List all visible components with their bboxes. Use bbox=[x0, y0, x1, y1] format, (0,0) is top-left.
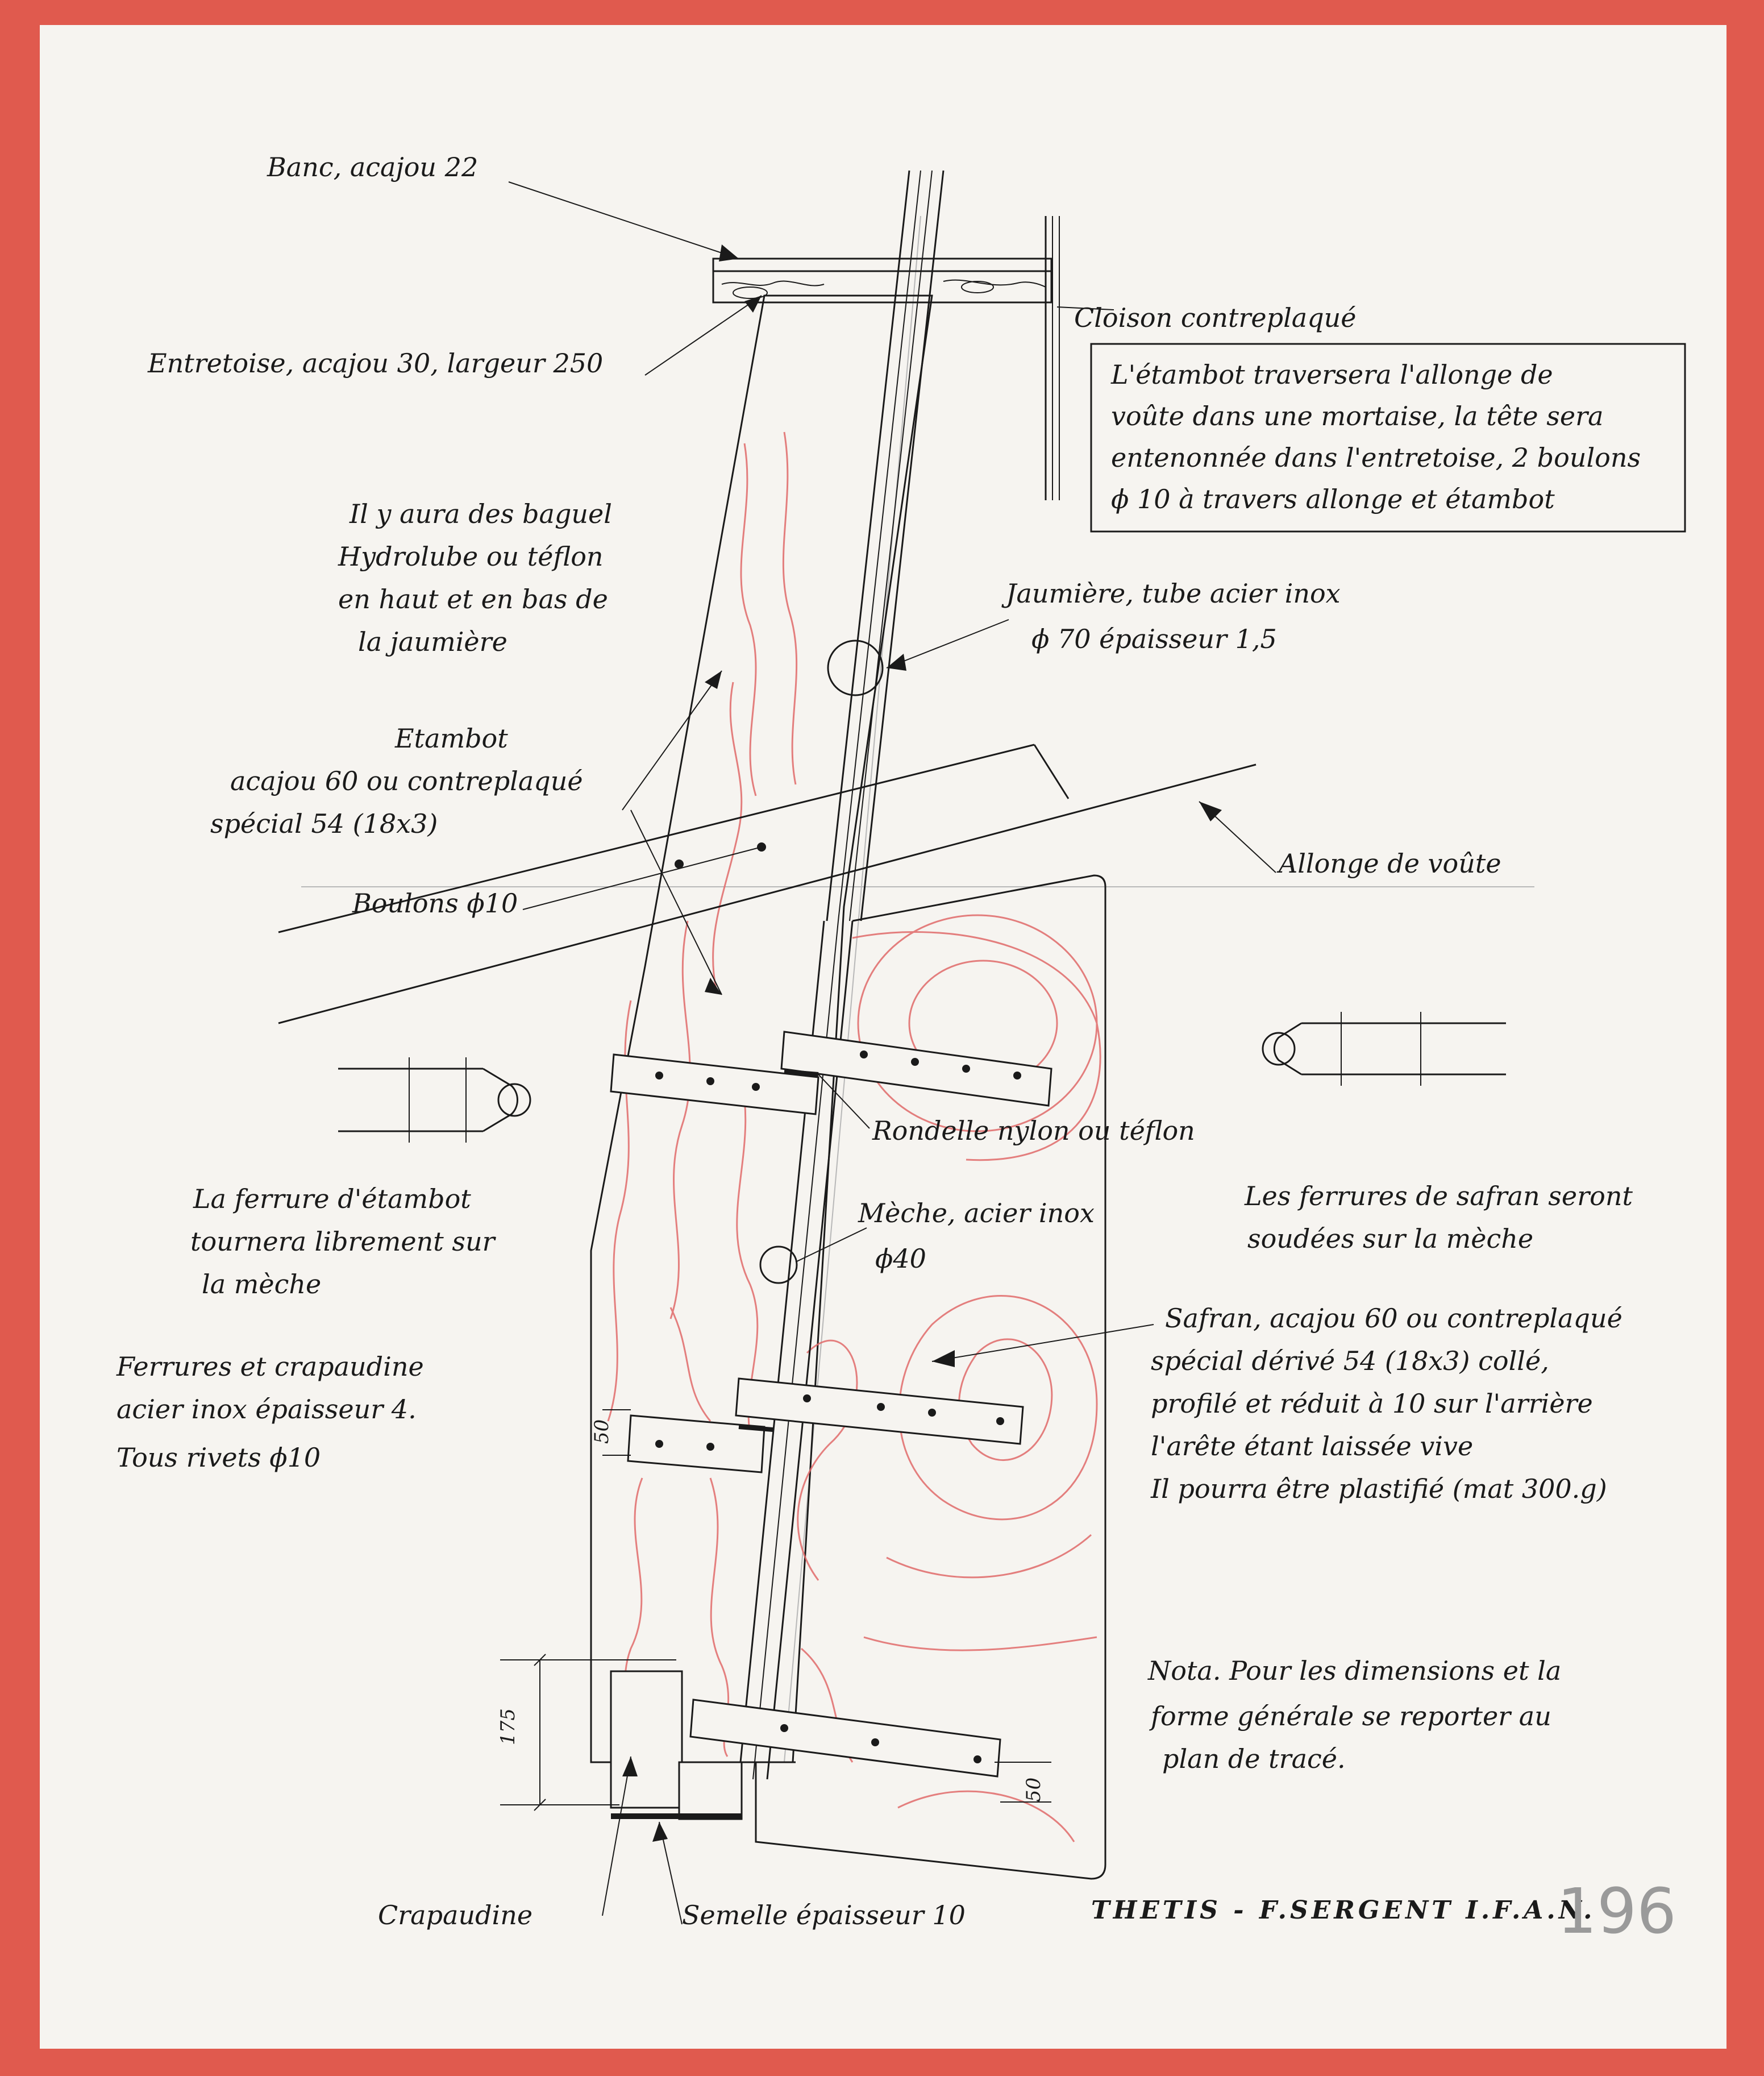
label-safran-4: l'arête étant laissée vive bbox=[1151, 1431, 1473, 1461]
label-allonge: Allonge de voûte bbox=[1276, 848, 1501, 879]
label-entretoise: Entretoise, acajou 30, largeur 250 bbox=[147, 348, 603, 379]
allonge-de-voute bbox=[278, 744, 1257, 1024]
note-box-line-1: L'étambot traversera l'allonge de bbox=[1110, 359, 1553, 390]
label-ferrures-safran-2: soudées sur la mèche bbox=[1247, 1223, 1533, 1254]
paper bbox=[40, 25, 1726, 2049]
label-ferrure-2: tournera librement sur bbox=[190, 1226, 497, 1257]
label-baguet-3: en haut et en bas de bbox=[338, 584, 608, 615]
note-box bbox=[1090, 343, 1686, 533]
rudder-pintle-left-icon bbox=[338, 1057, 531, 1143]
note-box-line-3: entenonnée dans l'entretoise, 2 boulons bbox=[1111, 442, 1641, 473]
label-semelle: Semelle épaisseur 10 bbox=[682, 1900, 966, 1930]
arrowheads bbox=[622, 244, 1222, 1842]
label-ferrures-safran-1: Les ferrures de safran seront bbox=[1244, 1181, 1633, 1211]
label-safran-1: Safran, acajou 60 ou contreplaqué bbox=[1165, 1303, 1622, 1334]
label-rivets: Tous rivets ϕ10 bbox=[117, 1442, 321, 1473]
label-meche-2: ϕ40 bbox=[875, 1243, 926, 1274]
label-rondelle: Rondelle nylon ou téflon bbox=[872, 1115, 1195, 1146]
dim-50-a bbox=[602, 1409, 631, 1456]
label-safran-3: profilé et réduit à 10 sur l'arrière bbox=[1151, 1388, 1593, 1419]
rudder-pintle-right-icon bbox=[1262, 1012, 1506, 1086]
label-baguet-1: Il y aura des baguel bbox=[349, 499, 612, 529]
crapaudine-cup bbox=[678, 1761, 743, 1820]
label-banc: Banc, acajou 22 bbox=[267, 152, 478, 182]
label-ferrures-crap-2: acier inox épaisseur 4. bbox=[117, 1394, 417, 1425]
wood-grain-etambot bbox=[607, 431, 798, 1757]
label-jaumiere-1: Jaumière, tube acier inox bbox=[1001, 578, 1341, 609]
label-nota-3: plan de tracé. bbox=[1162, 1743, 1346, 1774]
label-jaumiere-2: ϕ 70 épaisseur 1,5 bbox=[1031, 624, 1277, 654]
label-boulons: Boulons ϕ10 bbox=[352, 888, 518, 919]
label-etambot-2: acajou 60 ou contreplaqué bbox=[230, 766, 583, 796]
entretoise-plank bbox=[712, 270, 1052, 304]
note-box-line-2: voûte dans une mortaise, la tête sera bbox=[1111, 401, 1604, 431]
label-etambot-1: Etambot bbox=[394, 723, 508, 754]
label-baguet-2: Hydrolube ou téflon bbox=[338, 541, 604, 572]
meche-section-circle bbox=[759, 1245, 798, 1284]
jaumiere-tube bbox=[826, 170, 945, 921]
label-nota-2: forme générale se reporter au bbox=[1149, 1701, 1551, 1732]
label-etambot-3: spécial 54 (18x3) bbox=[210, 808, 438, 839]
label-safran-5: Il pourra être plastifié (mat 300.g) bbox=[1150, 1473, 1607, 1504]
label-cloison: Cloison contreplaqué bbox=[1074, 302, 1357, 333]
dim-50-a-label: 50 bbox=[590, 1419, 613, 1444]
jaumiere-section-circle bbox=[827, 640, 884, 696]
crapaudine-plate bbox=[610, 1670, 683, 1809]
label-crapaudine: Crapaudine bbox=[378, 1900, 532, 1930]
sheet-number: 196 bbox=[1557, 1875, 1676, 1948]
title-block: THETIS - F.SERGENT I.F.A.N. bbox=[1091, 1896, 1595, 1925]
entretoise-grain bbox=[721, 279, 1046, 299]
dim-175-label: 175 bbox=[497, 1708, 519, 1745]
leader-lines bbox=[508, 181, 1276, 1925]
boulon-1 bbox=[675, 860, 684, 869]
label-safran-2: spécial dérivé 54 (18x3) collé, bbox=[1151, 1346, 1549, 1376]
label-ferrures-crap-1: Ferrures et crapaudine bbox=[116, 1351, 424, 1382]
label-baguet-4: la jaumière bbox=[358, 626, 507, 657]
dim-50-b bbox=[995, 1762, 1051, 1803]
label-ferrure-1: La ferrure d'étambot bbox=[193, 1184, 471, 1214]
safran-outline bbox=[755, 874, 1106, 1880]
dim-50-b-label: 50 bbox=[1022, 1778, 1045, 1802]
label-meche-1: Mèche, acier inox bbox=[858, 1198, 1095, 1228]
label-nota-1: Nota. Pour les dimensions et la bbox=[1147, 1655, 1561, 1686]
label-ferrure-3: la mèche bbox=[202, 1269, 321, 1299]
note-box-line-4: ϕ 10 à travers allonge et étambot bbox=[1111, 484, 1555, 514]
dim-175 bbox=[500, 1654, 676, 1811]
pencil-guides bbox=[301, 215, 1534, 1763]
